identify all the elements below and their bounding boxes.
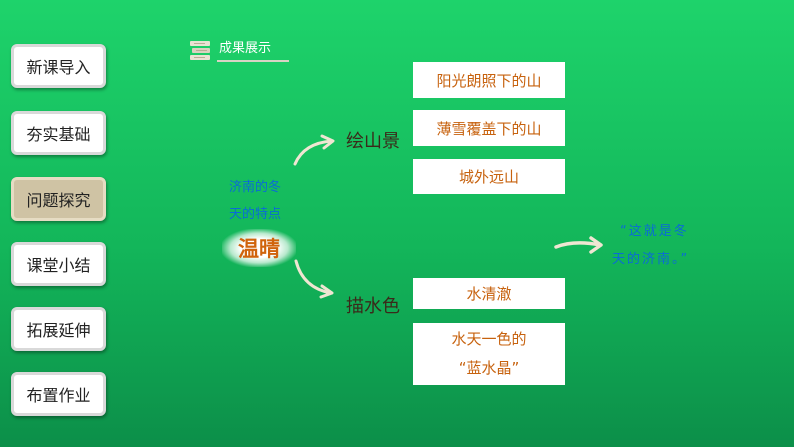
nav-button-inquiry[interactable]: 问题探究 <box>11 177 106 221</box>
section-title: 成果展示 <box>219 41 272 56</box>
center-keyword: 温晴 <box>222 229 296 267</box>
quote-line1: “这就是冬 <box>620 224 689 239</box>
water-item: 水天一色的 “蓝水晶” <box>413 323 565 385</box>
mountain-item: 阳光朗照下的山 <box>413 62 565 98</box>
feature-label-line2: 天的特点 <box>229 207 282 222</box>
mountain-item: 薄雪覆盖下的山 <box>413 110 565 146</box>
water-item: 水清澈 <box>413 278 565 309</box>
arrow-down-right-icon <box>294 259 334 299</box>
water-item-line: 水天一色的 <box>451 330 527 348</box>
arrow-up-right-icon <box>293 134 335 166</box>
book-stack-icon <box>190 41 210 60</box>
nav-button-foundation[interactable]: 夯实基础 <box>11 111 106 155</box>
branch-label-water: 描水色 <box>346 296 400 317</box>
feature-label-line1: 济南的冬 <box>229 180 282 195</box>
arrow-right-icon <box>554 236 603 254</box>
nav-button-extension[interactable]: 拓展延伸 <box>11 307 106 351</box>
nav-button-summary[interactable]: 课堂小结 <box>11 242 106 286</box>
nav-button-new-lesson[interactable]: 新课导入 <box>11 44 106 88</box>
branch-label-mountain: 绘山景 <box>346 131 400 152</box>
mountain-item: 城外远山 <box>413 159 565 194</box>
water-item-line: “蓝水晶” <box>458 359 520 377</box>
quote-line2: 天的济南。” <box>612 252 690 267</box>
section-underline <box>217 60 289 62</box>
nav-button-homework[interactable]: 布置作业 <box>11 372 106 416</box>
